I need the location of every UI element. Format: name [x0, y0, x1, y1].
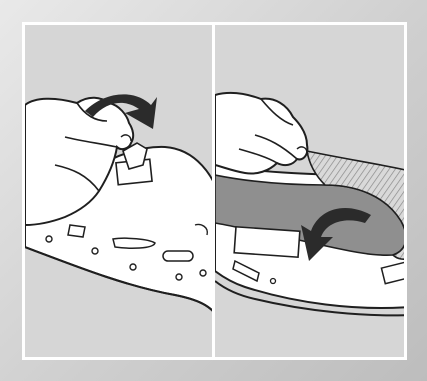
hole-2 [92, 248, 98, 254]
panel-right-illustration [215, 25, 407, 360]
panel-left [22, 22, 219, 360]
label-plate [234, 227, 300, 257]
panel-right [212, 22, 407, 360]
hole-4 [176, 274, 182, 280]
panel-left-illustration [25, 25, 219, 360]
hole-1 [46, 236, 52, 242]
slot-3 [163, 251, 193, 261]
hole [271, 279, 276, 284]
hole-5 [200, 270, 206, 276]
hand-icon [215, 93, 307, 174]
hole-3 [130, 264, 136, 270]
slot-1 [68, 225, 85, 237]
